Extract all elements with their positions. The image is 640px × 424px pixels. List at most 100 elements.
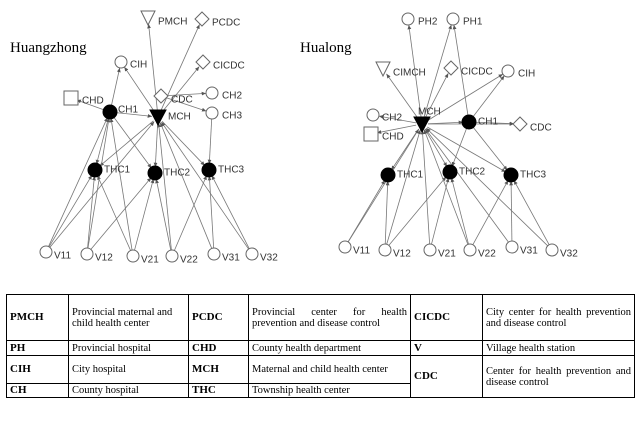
edge-ch1-thc1	[95, 117, 109, 165]
edge-v11-mch	[49, 121, 155, 248]
edge-mch-chd	[376, 124, 417, 134]
node-huangzhong-v21: V21	[126, 249, 159, 266]
edge-mch-cicdc	[161, 66, 200, 113]
hualong-title: Hualong	[300, 40, 352, 56]
node-hualong-ch1: CH1	[461, 114, 498, 130]
node-huangzhong-pcdc: PCDC	[194, 11, 240, 29]
node-label: CIH	[518, 69, 535, 80]
legend-abbr-cih: CIH	[6, 355, 69, 384]
node-huangzhong-cicdc: CICDC	[195, 54, 245, 72]
legend-abbr-pcdc: PCDC	[188, 294, 249, 341]
edge-v32-thc3	[513, 180, 550, 245]
node-label: CH3	[222, 111, 242, 122]
legend-abbr-chd: CHD	[188, 340, 249, 356]
node-huangzhong-ch2: CH2	[205, 86, 242, 102]
node-hualong-v12: V12	[378, 243, 411, 260]
node-huangzhong-v12: V12	[80, 247, 113, 264]
node-label: THC2	[164, 168, 191, 179]
node-hualong-ph2: PH2	[401, 12, 438, 28]
node-hualong-ch2: CH2	[366, 108, 402, 124]
node-hualong-ph1: PH1	[446, 12, 483, 28]
edge-v22-thc2	[155, 178, 172, 251]
node-huangzhong-cih: CIH	[114, 55, 147, 71]
edge-v32-mch	[161, 121, 249, 250]
edge-v12-thc2	[388, 176, 447, 246]
node-huangzhong-cdc: CDC	[153, 88, 193, 106]
edge-ch3-thc3	[207, 118, 213, 165]
legend-abbr-cicdc: CICDC	[410, 294, 483, 341]
node-huangzhong-thc1: THC1	[87, 162, 131, 178]
node-huangzhong-v22: V22	[165, 249, 198, 266]
node-label: CH1	[118, 105, 138, 116]
node-label: V32	[560, 249, 578, 260]
node-hualong-cimch: CIMCH	[375, 61, 426, 79]
node-huangzhong-pmch: PMCH	[140, 10, 187, 28]
edge-v12-mch	[386, 129, 421, 245]
node-label: PH1	[463, 17, 483, 28]
edge-v22-thc3	[174, 175, 207, 251]
edge-mch-ph1	[423, 24, 452, 119]
node-label: THC1	[397, 170, 424, 181]
edge-v22-mch	[423, 129, 469, 245]
edge-ch1-cih	[110, 67, 121, 107]
edge-cdc-ch3	[166, 97, 207, 112]
legend-desc-cicdc: City center for health prevention and di…	[482, 294, 635, 341]
node-hualong-thc1: THC1	[380, 167, 424, 183]
edge-v22-mch	[157, 122, 172, 251]
node-label: PCDC	[212, 18, 240, 29]
node-label: PMCH	[158, 17, 187, 28]
legend-desc-cdc: Center for health prevention and disease…	[482, 355, 635, 398]
node-hualong-mch: MCH	[413, 107, 441, 134]
legend-abbr-ch: CH	[6, 383, 69, 398]
node-label: CICDC	[213, 61, 245, 72]
node-label: THC1	[104, 165, 131, 176]
edge-v31-mch	[159, 122, 213, 249]
node-label: V21	[438, 249, 456, 260]
edge-mch-ph2	[407, 24, 422, 119]
legend-abbr-ph: PH	[6, 340, 69, 356]
edge-mch-thc3	[161, 121, 206, 166]
node-label: CIH	[130, 60, 147, 71]
node-label: CDC	[171, 95, 193, 106]
node-hualong-cih: CIH	[501, 64, 535, 80]
edge-v12-thc1	[87, 175, 96, 249]
legend-desc-cih: City hospital	[68, 355, 189, 384]
node-huangzhong-v32: V32	[245, 247, 278, 264]
edge-ch1-mch	[115, 112, 153, 118]
node-huangzhong-thc3: THC3	[201, 162, 245, 178]
node-label: CH2	[222, 91, 242, 102]
node-hualong-v31: V31	[505, 240, 538, 257]
node-hualong-thc2: THC2	[442, 164, 486, 180]
edge-v22-thc3	[472, 180, 509, 245]
legend-abbr-thc: THC	[188, 383, 249, 398]
edge-v31-mch	[425, 128, 509, 243]
edge-v11-mch	[347, 128, 420, 243]
legend-desc-v: Village health station	[482, 340, 635, 356]
edge-v21-thc2	[431, 177, 450, 245]
node-huangzhong-v31: V31	[207, 247, 240, 264]
edge-ch1-thc2	[451, 127, 468, 167]
edge-v32-mch	[426, 127, 548, 247]
edge-mch-ch1	[427, 120, 464, 125]
edge-v31-thc3	[207, 175, 215, 249]
node-huangzhong-mch: MCH	[149, 109, 191, 127]
edge-mch-thc2	[424, 128, 448, 168]
edge-v11-ch1	[48, 117, 108, 247]
node-label: CICDC	[461, 67, 493, 78]
node-hualong-v21: V21	[423, 243, 456, 260]
node-label: V11	[353, 246, 370, 257]
edge-mch-thc1	[99, 120, 154, 167]
edge-cdc-ch2	[166, 91, 207, 97]
edge-mch-thc3	[427, 126, 506, 173]
node-label: THC3	[520, 170, 547, 181]
edge-ch1-cih	[472, 75, 505, 118]
edge-v21-thc1	[97, 175, 131, 251]
node-huangzhong-chd: CHD	[63, 90, 104, 107]
legend-desc-mch: Maternal and child health center	[248, 355, 411, 384]
node-label: CHD	[82, 96, 104, 107]
legend-desc-ph: Provincial hospital	[68, 340, 189, 356]
edge-ch1-cdc	[474, 121, 515, 126]
edge-v21-mch	[420, 129, 431, 245]
edge-v12-thc1	[384, 180, 390, 245]
edge-v12-thc2	[90, 177, 152, 250]
